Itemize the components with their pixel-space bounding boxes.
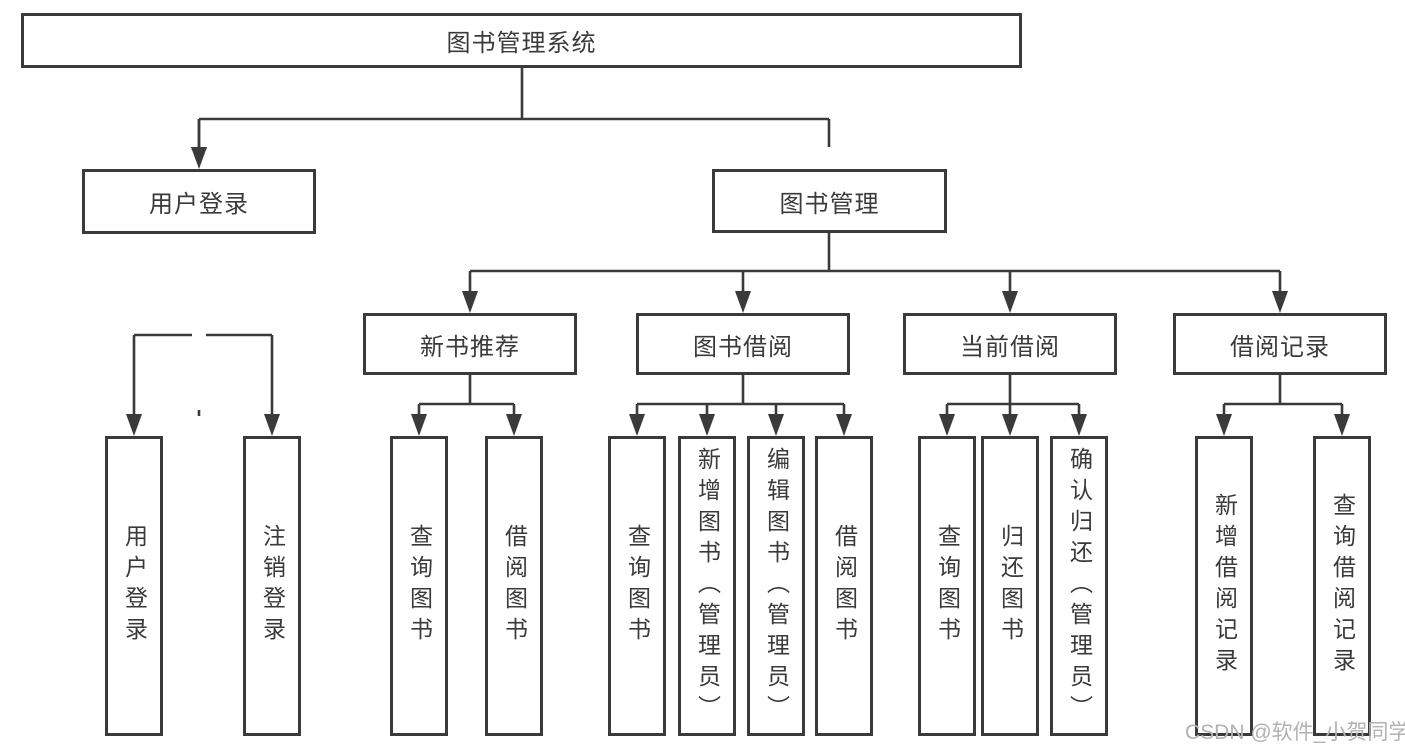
leaf-add-borrow-record: 新增借阅记录 xyxy=(1195,436,1253,736)
node-book-borrow-label: 图书借阅 xyxy=(693,333,793,361)
node-new-book-recommend-label: 新书推荐 xyxy=(420,333,520,361)
connector-root xyxy=(197,67,831,416)
leaf-add-book-admin: 新增图书（管理员） xyxy=(678,436,736,736)
connector-new-book xyxy=(417,375,516,416)
node-current-borrow: 当前借阅 xyxy=(903,313,1117,375)
leaf-logout-label: 注销登录 xyxy=(259,524,286,648)
leaf-query-books-borrow: 查询图书 xyxy=(608,436,666,736)
node-borrow-records: 借阅记录 xyxy=(1173,313,1387,375)
node-book-borrow: 图书借阅 xyxy=(636,313,850,375)
node-current-borrow-label: 当前借阅 xyxy=(960,333,1060,361)
node-user-login: 用户登录 xyxy=(82,169,316,234)
node-new-book-recommend: 新书推荐 xyxy=(363,313,577,375)
connector-current-borrow xyxy=(945,375,1081,416)
leaf-confirm-return-admin: 确认归还（管理员） xyxy=(1050,436,1108,736)
leaf-query-books-current-label: 查询图书 xyxy=(934,524,961,648)
leaf-add-borrow-record-label: 新增借阅记录 xyxy=(1211,493,1238,679)
leaf-query-borrow-record: 查询借阅记录 xyxy=(1313,436,1371,736)
node-book-management-label: 图书管理 xyxy=(779,190,880,218)
leaf-query-books-recommend-label: 查询图书 xyxy=(406,524,433,648)
node-root-label: 图书管理系统 xyxy=(446,30,597,57)
leaf-return-books: 归还图书 xyxy=(981,436,1039,736)
leaf-edit-book-admin-label: 编辑图书（管理员） xyxy=(763,446,790,726)
node-user-login-label: 用户登录 xyxy=(149,191,249,218)
node-borrow-records-label: 借阅记录 xyxy=(1230,333,1330,361)
leaf-edit-book-admin: 编辑图书（管理员） xyxy=(747,436,805,736)
leaf-query-books-current: 查询图书 xyxy=(918,436,976,736)
node-book-management: 图书管理 xyxy=(712,169,947,233)
leaf-borrow-books-recommend-label: 借阅图书 xyxy=(501,524,528,648)
leaf-logout: 注销登录 xyxy=(243,436,301,736)
leaf-query-books-recommend: 查询图书 xyxy=(390,436,448,736)
node-root-system: 图书管理系统 xyxy=(21,13,1022,68)
csdn-watermark: CSDN @软件_小贺同学 xyxy=(1185,721,1405,744)
leaf-add-book-admin-label: 新增图书（管理员） xyxy=(694,446,721,726)
leaf-query-borrow-record-label: 查询借阅记录 xyxy=(1329,493,1356,679)
connector-book-borrow xyxy=(635,375,846,416)
leaf-user-login-label: 用户登录 xyxy=(121,524,148,648)
leaf-user-login: 用户登录 xyxy=(105,436,163,736)
leaf-borrow-books-recommend: 借阅图书 xyxy=(485,436,543,736)
leaf-borrow-books: 借阅图书 xyxy=(815,436,873,736)
leaf-return-books-label: 归还图书 xyxy=(997,524,1024,648)
leaf-borrow-books-label: 借阅图书 xyxy=(831,524,858,648)
connector-borrow-records xyxy=(1222,375,1344,416)
leaf-query-books-borrow-label: 查询图书 xyxy=(624,524,651,648)
leaf-confirm-return-admin-label: 确认归还（管理员） xyxy=(1066,446,1093,726)
connector-book-mgmt xyxy=(468,233,1282,293)
